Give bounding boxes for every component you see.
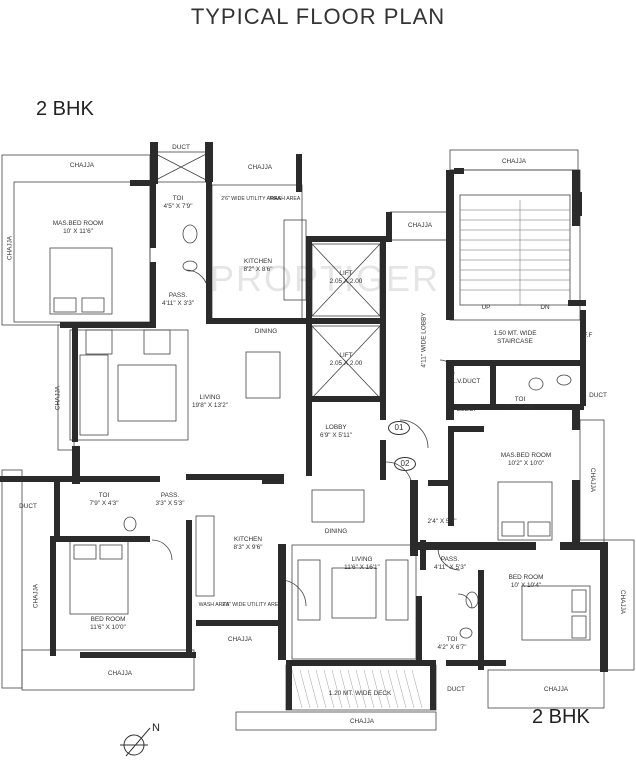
mas-bed-2-name: MAS.BED ROOM bbox=[500, 452, 552, 459]
toi-r1-size: 7'1" X 4'5" bbox=[505, 404, 535, 411]
pass-1-name: PASS. bbox=[168, 292, 188, 299]
bed-l2-name: BED ROOM bbox=[90, 616, 126, 623]
marker-02: 02 bbox=[394, 457, 416, 471]
chajja-label: CHAJJA bbox=[6, 235, 14, 261]
kitchen-1-name: KITCHEN bbox=[243, 258, 273, 265]
unit-label-top-left: 2 BHK bbox=[36, 98, 94, 120]
mas-bed-1-name: MAS.BED ROOM bbox=[52, 220, 104, 227]
chajja-label: CHAJJA bbox=[227, 636, 253, 643]
toi-1-name: TOI bbox=[172, 195, 184, 202]
mas-bed-1-size: 10' X 11'6" bbox=[63, 228, 93, 235]
pass-1-size: 4'11" X 3'3" bbox=[161, 300, 195, 307]
pass-r-size: 4'11" X 5'3" bbox=[433, 564, 467, 571]
chajja-outline-left-bottom bbox=[1, 469, 23, 689]
duct-label: DUCT bbox=[172, 144, 190, 151]
chajja-outline-bottom-right bbox=[487, 669, 605, 709]
living-2-size: 11'6" X 16'1" bbox=[344, 564, 380, 571]
kitchen-2-name: KITCHEN bbox=[233, 536, 263, 543]
lobby-name: LOBBY bbox=[325, 424, 347, 431]
toi-r1-name: TOI bbox=[514, 396, 526, 403]
lift-2-size: 2.05 X 2.00 bbox=[329, 360, 363, 367]
mas-bed-2-size: 10'2" X 10'0" bbox=[507, 460, 545, 467]
closet-r-size: 2'4" X 5'3" bbox=[427, 518, 457, 525]
unit-label-bottom-right: 2 BHK bbox=[532, 706, 590, 728]
living-2-name: LIVING bbox=[351, 556, 373, 563]
duct-label: DUCT bbox=[447, 686, 465, 693]
living-1-name: LIVING bbox=[199, 394, 221, 401]
stair-dn-label: DN bbox=[540, 304, 550, 311]
duct-label: DUCT bbox=[19, 503, 37, 510]
lv-duct-label: L.V.DUCT bbox=[451, 378, 481, 385]
stair-up-label: UP bbox=[481, 304, 491, 311]
dining-1-label: DINING bbox=[254, 328, 278, 335]
duct-label: DUCT bbox=[589, 392, 607, 399]
kitchen-1-size: 8'2" X 8'6" bbox=[243, 266, 273, 273]
chajja-label: CHAJJA bbox=[32, 583, 40, 609]
north-label: N bbox=[152, 722, 160, 734]
chajja-label: CHAJJA bbox=[588, 467, 596, 493]
pass-l2-name: PASS. bbox=[160, 492, 180, 499]
wash-2-label: WASH AREA bbox=[198, 602, 230, 608]
chajja-outline-bottom-mid bbox=[235, 711, 437, 731]
chajja-label: CHAJJA bbox=[107, 670, 133, 677]
page-title: TYPICAL FLOOR PLAN bbox=[190, 4, 446, 29]
wash-1-label: WASH AREA bbox=[269, 196, 301, 202]
chajja-label: CHAJJA bbox=[349, 718, 375, 725]
deck-label: 1.20 MT. WIDE DECK bbox=[328, 690, 392, 697]
chajja-label: CHAJJA bbox=[407, 222, 433, 229]
ff-label: F.F bbox=[583, 332, 593, 339]
toi-r2-size: 4'2" X 6'7" bbox=[437, 644, 467, 651]
elec-label: ELEC. bbox=[456, 406, 476, 413]
utility-1-label: 2'6" WIDE UTILITY AREA bbox=[221, 196, 281, 202]
marker-01: 01 bbox=[388, 421, 410, 435]
staircase-label: 1.50 MT. WIDE STAIRCASE bbox=[493, 330, 537, 345]
kitchen-2-size: 8'3" X 9'6" bbox=[233, 544, 263, 551]
chajja-label: CHAJJA bbox=[69, 162, 95, 169]
lift-2-name: LIFT bbox=[339, 352, 353, 359]
pass-l2-size: 3'3" X 5'3" bbox=[155, 500, 185, 507]
chajja-label: CHAJJA bbox=[618, 589, 626, 615]
bed-r-size: 10' X 10'4" bbox=[510, 582, 542, 589]
chajja-label: CHAJJA bbox=[247, 164, 273, 171]
bed-l2-size: 11'6" X 10'0" bbox=[90, 624, 126, 631]
chajja-label: CHAJJA bbox=[54, 385, 62, 411]
lift-1-name: LIFT bbox=[339, 270, 353, 277]
toi-1-size: 4'5" X 7'9" bbox=[163, 203, 193, 210]
bed-r-name: BED ROOM bbox=[508, 574, 544, 581]
lobby-size: 6'9" X 5'11" bbox=[319, 432, 353, 439]
pass-r-name: PASS. bbox=[440, 556, 460, 563]
living-1-size: 19'8" X 13'2" bbox=[191, 402, 229, 409]
toi-r2-name: TOI bbox=[446, 636, 458, 643]
wide-lobby-label: 4'11" WIDE LOBBY bbox=[420, 312, 428, 368]
watermark: PROPTIGER bbox=[210, 258, 441, 299]
toi-l2-name: TOI bbox=[98, 492, 110, 499]
toi-l2-size: 7'9" X 4'3" bbox=[89, 500, 119, 507]
lift-1-size: 2.05 X 2.00 bbox=[329, 278, 363, 285]
dining-2-label: DINING bbox=[324, 528, 348, 535]
chajja-label: CHAJJA bbox=[543, 686, 569, 693]
utility-2-label: 2'6" WIDE UTILITY AREA bbox=[222, 602, 282, 608]
chajja-label: CHAJJA bbox=[501, 158, 527, 165]
